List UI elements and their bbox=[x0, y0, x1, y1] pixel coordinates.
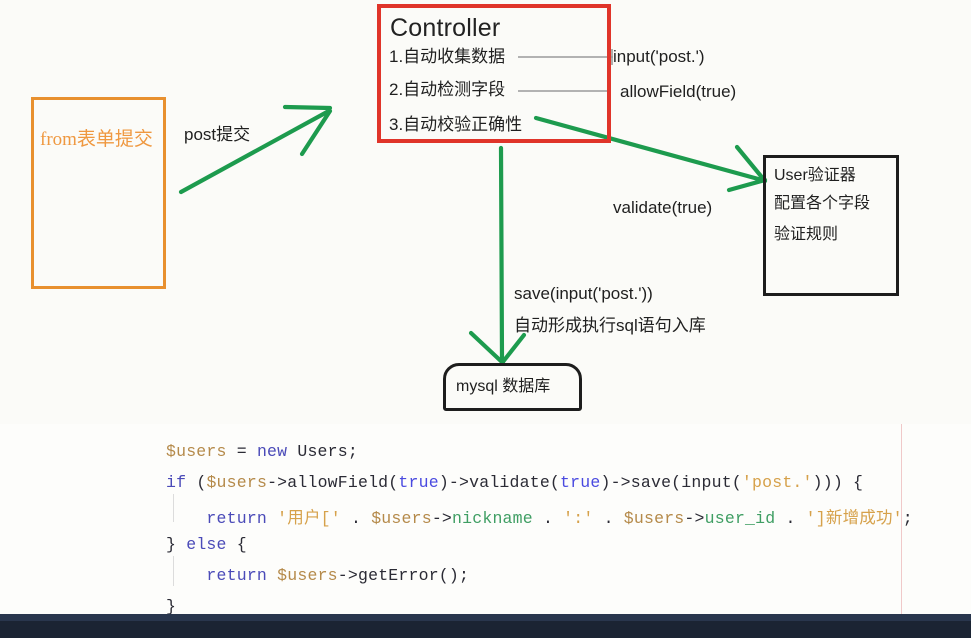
validator-line-1: User验证器 bbox=[774, 167, 856, 184]
user-validator-box bbox=[763, 155, 899, 296]
arrow-form-to-controller bbox=[178, 104, 333, 195]
code-token: . bbox=[593, 509, 624, 528]
code-token: )->save(input( bbox=[600, 473, 742, 492]
code-token: $users bbox=[623, 509, 685, 528]
code-token: } bbox=[166, 597, 177, 616]
code-token: if bbox=[166, 473, 187, 492]
code-token: ( bbox=[186, 473, 207, 492]
code-token bbox=[267, 509, 277, 528]
code-token: -> bbox=[431, 509, 453, 528]
allow-field-label: allowField(true) bbox=[620, 82, 737, 101]
save-input-label: save(input('post.')) bbox=[514, 284, 653, 303]
code-token bbox=[166, 566, 206, 585]
code-line: return '用户[' . $users->nickname . ':' . … bbox=[166, 504, 913, 528]
mysql-database-box bbox=[443, 363, 582, 411]
mysql-database-label: mysql 数据库 bbox=[456, 378, 551, 395]
code-token: -> bbox=[684, 509, 705, 528]
code-line: $users = new Users; bbox=[166, 442, 358, 461]
code-token: )->validate( bbox=[438, 473, 561, 492]
code-token: $users bbox=[371, 509, 432, 528]
code-token: $users bbox=[166, 442, 227, 461]
code-token: ':' bbox=[563, 509, 594, 528]
controller-title: Controller bbox=[390, 14, 501, 42]
controller-item-1: 1.自动收集数据 bbox=[389, 47, 506, 66]
form-submit-label: from表单提交 bbox=[40, 129, 153, 150]
code-token: . bbox=[775, 509, 806, 528]
code-line: if ($users->allowField(true)->validate(t… bbox=[166, 473, 863, 492]
code-token: { bbox=[226, 535, 247, 554]
code-token: true bbox=[398, 473, 439, 492]
controller-item-3: 3.自动校验正确性 bbox=[389, 115, 523, 134]
code-token: new bbox=[256, 442, 288, 461]
code-token: ->allowField( bbox=[267, 473, 399, 492]
code-token: true bbox=[560, 473, 601, 492]
code-token: = bbox=[226, 442, 257, 461]
code-token: 'post.' bbox=[741, 473, 813, 492]
input-post-label: input('post.') bbox=[613, 47, 705, 66]
controller-item-2: 2.自动检测字段 bbox=[389, 80, 506, 99]
validate-label: validate(true) bbox=[613, 198, 713, 217]
post-submit-edge-label: post提交 bbox=[184, 125, 251, 144]
validator-line-2: 配置各个字段 bbox=[774, 195, 871, 212]
indent-guide-1 bbox=[173, 494, 174, 522]
controller-box bbox=[377, 4, 611, 143]
indent-guide-2 bbox=[173, 556, 174, 586]
auto-sql-label: 自动形成执行sql语句入库 bbox=[514, 316, 706, 335]
code-token: return bbox=[206, 566, 268, 585]
code-token: Users; bbox=[287, 442, 358, 461]
code-token: . bbox=[340, 509, 372, 528]
code-token: nickname bbox=[452, 509, 533, 528]
code-line: } bbox=[166, 597, 176, 616]
code-token: '用户[' bbox=[277, 509, 341, 528]
code-token: else bbox=[186, 535, 227, 554]
code-token: user_id bbox=[704, 509, 776, 528]
code-token: ']新增成功' bbox=[805, 509, 903, 528]
code-token: $users bbox=[277, 566, 338, 585]
code-token: ; bbox=[902, 509, 913, 528]
bottom-chrome-bar bbox=[0, 614, 971, 638]
code-token: . bbox=[532, 509, 564, 528]
code-token: ->getError(); bbox=[337, 566, 470, 585]
code-ruler-line bbox=[901, 424, 902, 614]
validator-line-3: 验证规则 bbox=[774, 226, 839, 243]
code-token: ))) { bbox=[812, 473, 864, 492]
code-token bbox=[267, 566, 277, 585]
code-token: $users bbox=[206, 473, 268, 492]
bottom-bar-stripe bbox=[0, 614, 971, 621]
code-line: } else { bbox=[166, 535, 247, 554]
code-token bbox=[166, 509, 206, 528]
code-token: return bbox=[206, 509, 268, 528]
form-submit-box bbox=[31, 97, 166, 289]
code-token: } bbox=[166, 535, 187, 554]
code-line: return $users->getError(); bbox=[166, 566, 469, 585]
code-panel: $users = new Users; if ($users->allowFie… bbox=[0, 424, 971, 616]
